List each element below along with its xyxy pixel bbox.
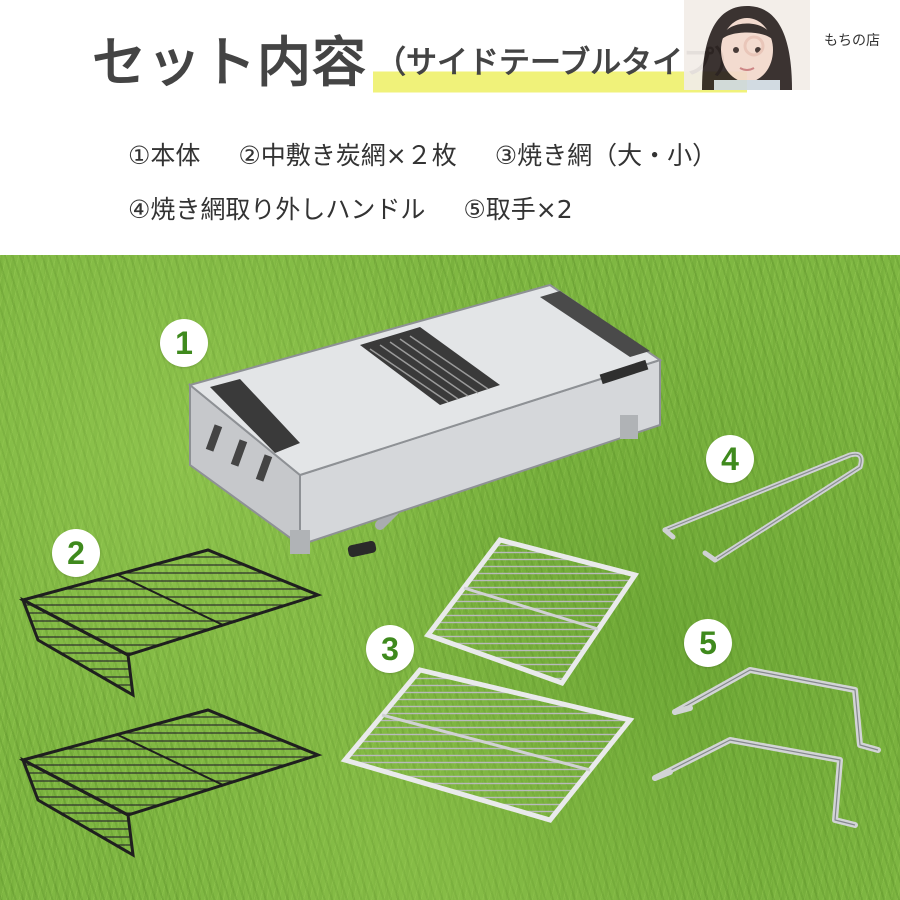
- badge-1: 1: [160, 319, 208, 367]
- badge-2: 2: [52, 529, 100, 577]
- net-handle-icon: [662, 451, 864, 563]
- avatar-icon: [684, 0, 810, 90]
- badge-4: 4: [706, 435, 754, 483]
- contents-item-3: ③焼き網（大・小）: [494, 141, 718, 170]
- badge-5: 5: [684, 619, 732, 667]
- product-photo-area: 1 2 3 4 5: [0, 255, 900, 900]
- header-section: セット内容 （サイドテーブルタイプ） ①本体 ②中敷き炭網×２枚 ③焼き網（大・…: [0, 0, 900, 255]
- page-title: セット内容: [92, 31, 367, 94]
- grill-net-icon: [340, 537, 640, 823]
- charcoal-net-icon: [18, 548, 323, 858]
- shop-name: もちの店: [824, 33, 880, 49]
- badge-3: 3: [366, 625, 414, 673]
- contents-list-line-2: ④焼き網取り外しハンドル ⑤取手×2: [128, 190, 603, 226]
- contents-item-1: ①本体: [128, 141, 201, 170]
- grill-body-icon: [187, 283, 663, 558]
- contents-item-4: ④焼き網取り外しハンドル: [128, 195, 426, 224]
- contents-item-2: ②中敷き炭網×２枚: [238, 141, 457, 170]
- contents-list-line-1: ①本体 ②中敷き炭網×２枚 ③焼き網（大・小）: [128, 136, 747, 172]
- shop-avatar: [684, 0, 810, 90]
- carry-handle-icon: [652, 667, 881, 828]
- contents-item-5: ⑤取手×2: [463, 195, 573, 224]
- title-row: セット内容 （サイドテーブルタイプ）: [92, 28, 748, 98]
